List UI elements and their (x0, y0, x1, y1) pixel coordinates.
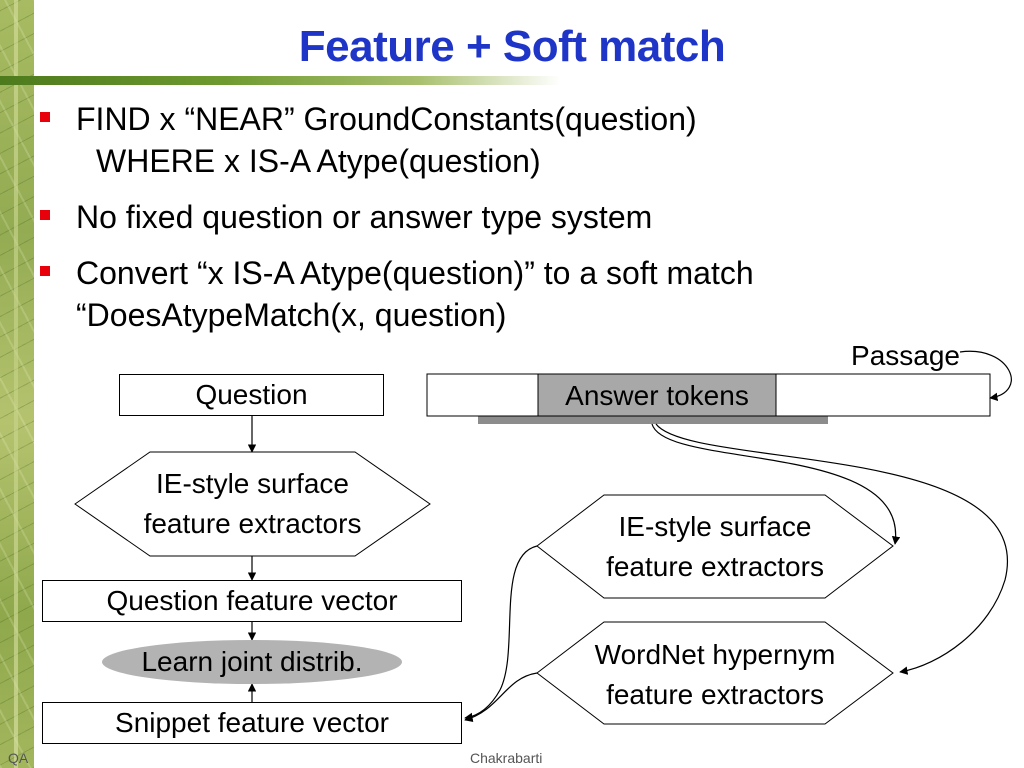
right-ie-extractor-line1: IE-style surface (618, 511, 812, 542)
answer-tokens-label: Answer tokens (565, 380, 749, 411)
left-extractor-line1: IE-style surface (156, 468, 349, 499)
bullet-square-icon (40, 266, 50, 276)
wordnet-extractor-label: WordNet hypernym feature extractors (555, 635, 875, 715)
bullet-text: No fixed question or answer type system (76, 199, 653, 235)
left-extractor-hexagon (74, 451, 431, 557)
passage-label: Passage (851, 340, 960, 371)
bullet-square-icon (40, 112, 50, 122)
snippet-feature-vector-box: Snippet feature vector (42, 702, 462, 744)
bullet-item: No fixed question or answer type system (36, 196, 1016, 238)
bullet-list: FIND x “NEAR” GroundConstants(question) … (36, 98, 1016, 350)
leaf-background-strip (0, 0, 34, 768)
wordnet-extractor-hexagon (536, 621, 894, 725)
bullet-text-continuation: “DoesAtypeMatch(x, question) (76, 297, 507, 333)
arrow-wordnet-extractor-to-snippet (464, 672, 538, 722)
right-ie-extractor-label: IE-style surface feature extractors (555, 507, 875, 587)
right-ie-extractor-hexagon (536, 494, 894, 599)
bullet-item: FIND x “NEAR” GroundConstants(question) … (36, 98, 1016, 182)
bullet-square-icon (40, 210, 50, 220)
footer-left: QA (8, 750, 29, 766)
wordnet-extractor-line2: feature extractors (606, 679, 824, 710)
arrow-answer-to-wordnet-extractor (655, 423, 1009, 675)
bullet-text-continuation: WHERE x IS-A Atype(question) (96, 143, 541, 179)
learn-ellipse (102, 640, 402, 684)
wordnet-extractor-line1: WordNet hypernym (594, 639, 836, 670)
passage-pointer-arrow (959, 350, 1012, 402)
bullet-item: Convert “x IS-A Atype(question)” to a so… (36, 252, 1016, 336)
title-underline-bar (0, 76, 560, 85)
bullet-text: Convert “x IS-A Atype(question)” to a so… (76, 255, 754, 291)
arrow-answer-to-ie-extractor (651, 423, 901, 545)
passage-shadow-bar (478, 416, 828, 424)
question-feature-vector-box: Question feature vector (42, 580, 462, 622)
arrow-ie-extractor-to-snippet (464, 545, 538, 721)
right-ie-extractor-line2: feature extractors (606, 551, 824, 582)
slide-title: Feature + Soft match (298, 22, 726, 71)
question-box: Question (119, 374, 384, 416)
left-extractor-line2: feature extractors (143, 508, 362, 539)
bullet-text: FIND x “NEAR” GroundConstants(question) (76, 101, 697, 137)
answer-tokens-box (537, 373, 777, 417)
footer-author: Chakrabarti (470, 750, 543, 766)
learn-joint-distrib-label: Learn joint distrib. (141, 646, 363, 677)
left-extractor-label: IE-style surface feature extractors (90, 464, 415, 544)
